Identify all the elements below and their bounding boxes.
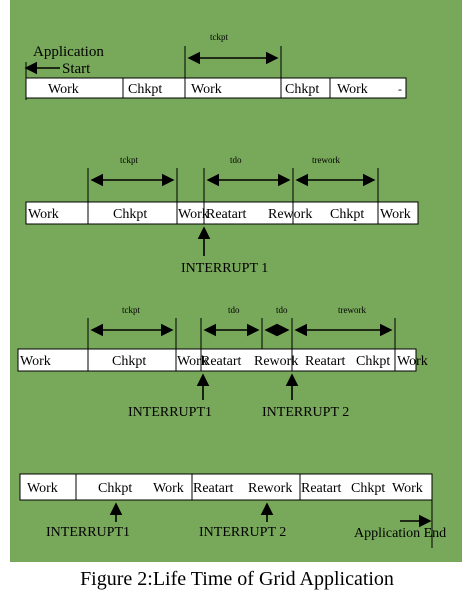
row1-cell-chkpt: Chkpt <box>128 82 162 97</box>
row3-interrupt-label: INTERRUPT 2 <box>262 405 349 420</box>
row1-cell-work: Work <box>337 82 368 97</box>
row2-timing-label: trework <box>312 155 340 165</box>
row3-timing-label: tdo <box>276 305 288 315</box>
row3-cell-restart: Reatart <box>201 354 242 369</box>
row1-cell-chkpt: Chkpt <box>285 82 319 97</box>
row2-timing-label: tdo <box>230 155 242 165</box>
row1-timing-label: tckpt <box>210 32 228 42</box>
row3-timing-label: trework <box>338 305 366 315</box>
row2-interrupt-label: INTERRUPT 1 <box>181 261 268 276</box>
application-start-label-line1: Application <box>33 44 104 60</box>
row4-cell-restart: Reatart <box>301 481 342 496</box>
figure-caption: Figure 2:Life Time of Grid Application <box>80 568 394 590</box>
row2-cell-work: Work <box>380 207 411 222</box>
row3-cell-restart: Reatart <box>305 354 346 369</box>
row4-timeline-bar <box>19 473 433 501</box>
row4-cell-chkpt: Chkpt <box>351 481 385 496</box>
row3-cell-rework: Rework <box>254 354 298 369</box>
row1-cell-work: Work <box>191 82 222 97</box>
row3-cell-work: Work <box>177 354 208 369</box>
row3-cell-work: Work <box>397 354 428 369</box>
row3-timing-label: tdo <box>228 305 240 315</box>
row2-cell-work: Work <box>28 207 59 222</box>
row4-cell-restart: Reatart <box>193 481 234 496</box>
row2-cell-rework: Rework <box>268 207 312 222</box>
row1-cell-work: Work <box>48 82 79 97</box>
row4-interrupt-label: INTERRUPT 2 <box>199 525 286 540</box>
row2-timeline-bar <box>25 201 419 225</box>
row4-cell-chkpt: Chkpt <box>98 481 132 496</box>
row2-cell-restart: Reatart <box>206 207 247 222</box>
application-end-label: Application End <box>354 526 446 541</box>
row3-interrupt-label: INTERRUPT1 <box>128 405 212 420</box>
row2-cell-chkpt: Chkpt <box>113 207 147 222</box>
row3-cell-chkpt: Chkpt <box>356 354 390 369</box>
row3-timing-label: tckpt <box>122 305 140 315</box>
application-start-label-line2: Start <box>62 61 91 77</box>
row3-cell-work: Work <box>20 354 51 369</box>
row4-cell-work: Work <box>27 481 58 496</box>
row4-cell-work: Work <box>392 481 423 496</box>
row3-cell-chkpt: Chkpt <box>112 354 146 369</box>
row4-cell-work: Work <box>153 481 184 496</box>
row3-timeline-bar <box>17 348 417 372</box>
row4-interrupt-label: INTERRUPT1 <box>46 525 130 540</box>
row2-cell-work: Work <box>178 207 209 222</box>
row2-cell-chkpt: Chkpt <box>330 207 364 222</box>
row4-cell-rework: Rework <box>248 481 292 496</box>
row1-timeline-bar <box>25 77 407 99</box>
row1-trailing-mark: - <box>398 82 402 96</box>
row2-timing-label: tckpt <box>120 155 138 165</box>
